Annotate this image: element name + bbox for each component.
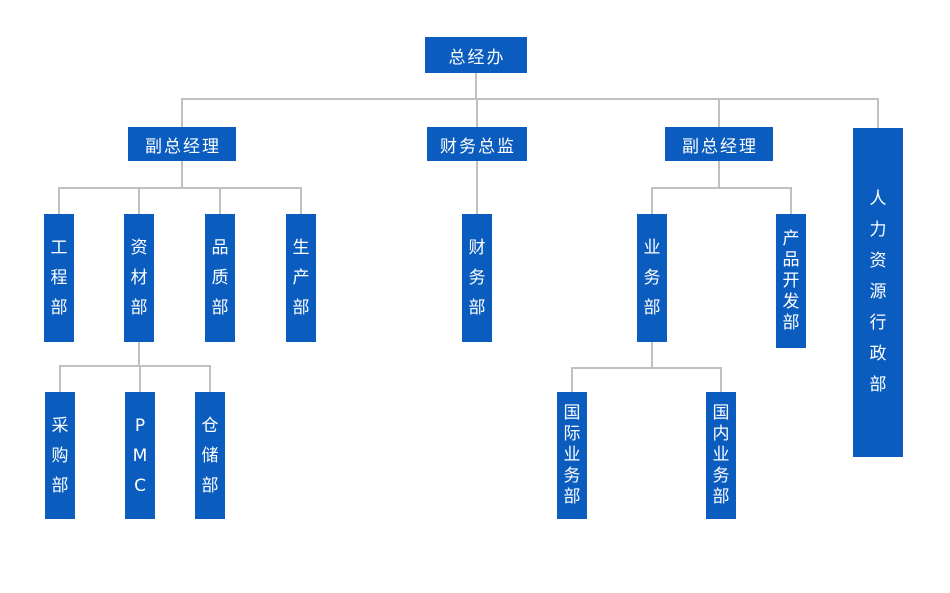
org-node-purchasing-dept: 采购部 [45,392,75,519]
connector-drop-pmc [139,366,141,392]
connector-business-stem [651,342,653,368]
org-node-general-manager-office: 总经办 [425,37,527,73]
org-node-business-dept: 业务部 [637,214,667,342]
connector-drop-deputy-gm-right [718,99,720,127]
org-node-label: 资材部 [130,238,148,318]
connector-drop-production [300,188,302,214]
connector-drop-domestic-business [720,368,722,392]
org-node-label: 国际业务部 [563,403,581,507]
connector-finance-stem [476,161,478,214]
connector-drop-materials [138,188,140,214]
org-node-label: 财务总监 [440,136,516,157]
org-node-label: 总经办 [448,47,506,68]
org-node-engineering-dept: 工程部 [44,214,74,342]
connector-root-stem [475,73,477,99]
org-node-label: 业务部 [643,238,661,318]
connector-drop-business [651,188,653,214]
org-node-finance-director: 财务总监 [427,127,527,161]
connector-drop-hr-admin [877,99,879,128]
connector-drop-product-dev [790,188,792,214]
connector-right-group-rail [651,187,792,189]
org-node-label: 生产部 [292,238,310,318]
org-node-label: 工程部 [50,238,68,318]
connector-left-group-rail [58,187,302,189]
org-node-label: 仓储部 [201,415,219,496]
connector-deputy-gm-left-stem [181,161,183,188]
org-node-deputy-gm-right: 副总经理 [665,127,773,161]
org-node-production-dept: 生产部 [286,214,316,342]
connector-drop-deputy-gm-left [181,99,183,127]
connector-deputy-gm-right-stem [718,161,720,188]
org-node-label: 产品开发部 [782,228,800,333]
org-node-label: 财务部 [468,238,486,318]
org-node-label: 国内业务部 [712,403,730,507]
connector-drop-engineering [58,188,60,214]
connector-business-rail [571,367,722,369]
connector-drop-warehouse [209,366,211,392]
connector-materials-rail [59,365,211,367]
org-node-domestic-business-dept: 国内业务部 [706,392,736,519]
org-node-label: 副总经理 [682,136,758,157]
org-node-label: 人力资源行政部 [869,189,887,395]
connector-drop-quality [219,188,221,214]
connector-drop-intl-business [571,368,573,392]
connector-level1-rail [181,98,879,100]
org-node-finance-dept: 财务部 [462,214,492,342]
org-node-warehouse-dept: 仓储部 [195,392,225,519]
org-node-quality-dept: 品质部 [205,214,235,342]
org-node-intl-business-dept: 国际业务部 [557,392,587,519]
org-node-label: 品质部 [211,238,229,318]
org-node-label: 采购部 [51,415,69,496]
org-node-materials-dept: 资材部 [124,214,154,342]
connector-drop-purchasing [59,366,61,392]
connector-drop-finance-director [476,99,478,127]
connector-materials-stem [138,342,140,366]
org-node-deputy-gm-left: 副总经理 [128,127,236,161]
org-node-product-dev-dept: 产品开发部 [776,214,806,348]
org-node-hr-admin-dept: 人力资源行政部 [853,128,903,457]
org-node-label: 副总经理 [145,136,221,157]
